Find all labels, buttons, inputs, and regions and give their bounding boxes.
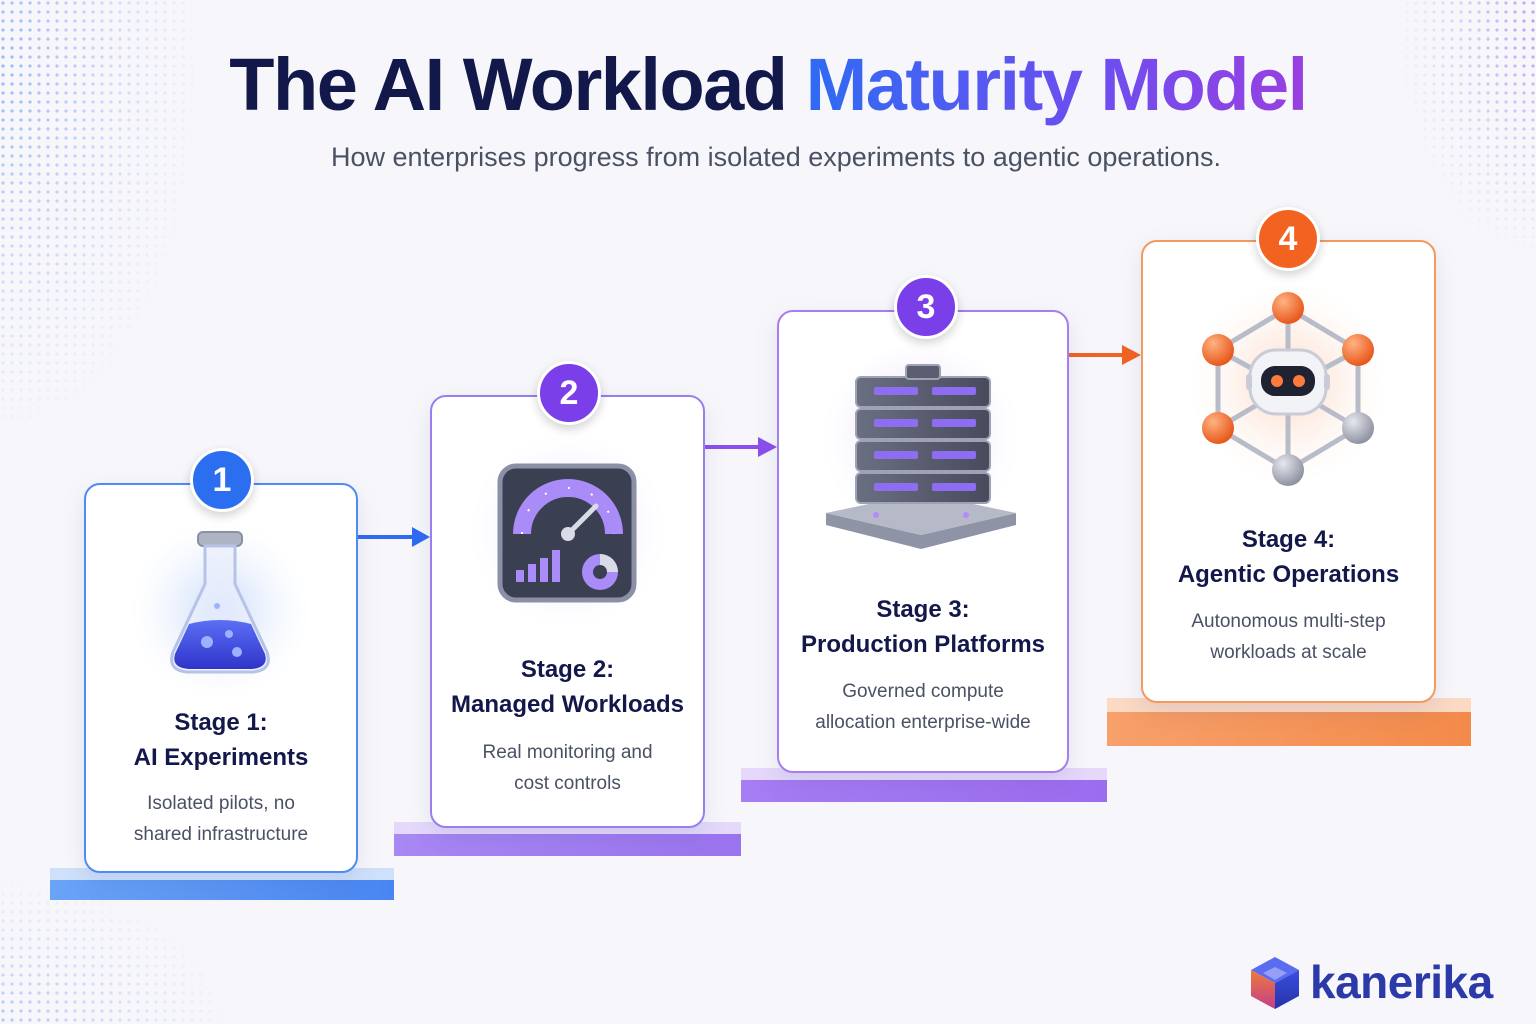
page-subtitle: How enterprises progress from isolated e… bbox=[331, 142, 1221, 172]
stage-1-title-line1: Stage 1: bbox=[174, 709, 268, 736]
arrow-stage3-to-stage4 bbox=[1069, 345, 1141, 365]
stage-3-badge: 3 bbox=[894, 275, 958, 339]
stage-4-desc-line2: workloads at scale bbox=[1210, 642, 1367, 663]
title-main: The AI Workload bbox=[229, 43, 788, 126]
arrow-stage1-to-stage2 bbox=[358, 527, 430, 547]
stage-2-description: Real monitoring and cost controls bbox=[430, 737, 705, 799]
dashboard-gauge-icon bbox=[470, 432, 666, 628]
page-title: The AI Workload Maturity Model bbox=[0, 44, 1536, 125]
stage-1-title: Stage 1: AI Experiments bbox=[84, 705, 358, 775]
stage-3-desc-line1: Governed compute bbox=[842, 681, 1004, 702]
stage-1-badge: 1 bbox=[190, 448, 254, 512]
arrow-stage2-to-stage3 bbox=[705, 437, 777, 457]
stage-4-desc-line1: Autonomous multi-step bbox=[1191, 611, 1386, 632]
brand-name: kanerika bbox=[1310, 956, 1493, 1008]
stage-4-title-line2: Agentic Operations bbox=[1177, 561, 1400, 588]
stage-3-desc-line2: allocation enterprise-wide bbox=[815, 712, 1031, 733]
stage-2-badge: 2 bbox=[537, 361, 601, 425]
stage-4-title: Stage 4: Agentic Operations bbox=[1141, 522, 1436, 592]
server-stack-icon bbox=[821, 345, 1021, 549]
stage-2-title-line2: Managed Workloads bbox=[451, 691, 684, 718]
stage-3-title-line1: Stage 3: bbox=[876, 596, 970, 623]
stage-4-title-line1: Stage 4: bbox=[1241, 526, 1336, 553]
stage-1-title-line2: AI Experiments bbox=[133, 744, 309, 771]
flask-icon bbox=[130, 520, 310, 700]
stage-4-description: Autonomous multi-step workloads at scale bbox=[1141, 606, 1436, 668]
stage-1-desc-line2: shared infrastructure bbox=[133, 824, 309, 845]
stage-2-desc-line1: Real monitoring and bbox=[482, 742, 653, 763]
stage-3-title: Stage 3: Production Platforms bbox=[777, 592, 1069, 662]
cube-logo-icon bbox=[1251, 957, 1299, 1009]
stage-3-title-line2: Production Platforms bbox=[800, 631, 1046, 658]
robot-network-icon bbox=[1189, 283, 1389, 486]
stage-1-desc-line1: Isolated pilots, no bbox=[147, 793, 295, 814]
stage-1-description: Isolated pilots, no shared infrastructur… bbox=[84, 788, 358, 850]
stage-4-badge: 4 bbox=[1256, 207, 1320, 271]
stage-3-description: Governed compute allocation enterprise-w… bbox=[777, 676, 1069, 738]
stage-2-title-line1: Stage 2: bbox=[520, 656, 615, 683]
stage-2-title: Stage 2: Managed Workloads bbox=[430, 652, 705, 722]
title-accent: Maturity Model bbox=[805, 43, 1309, 126]
stage-2-desc-line2: cost controls bbox=[514, 773, 621, 794]
